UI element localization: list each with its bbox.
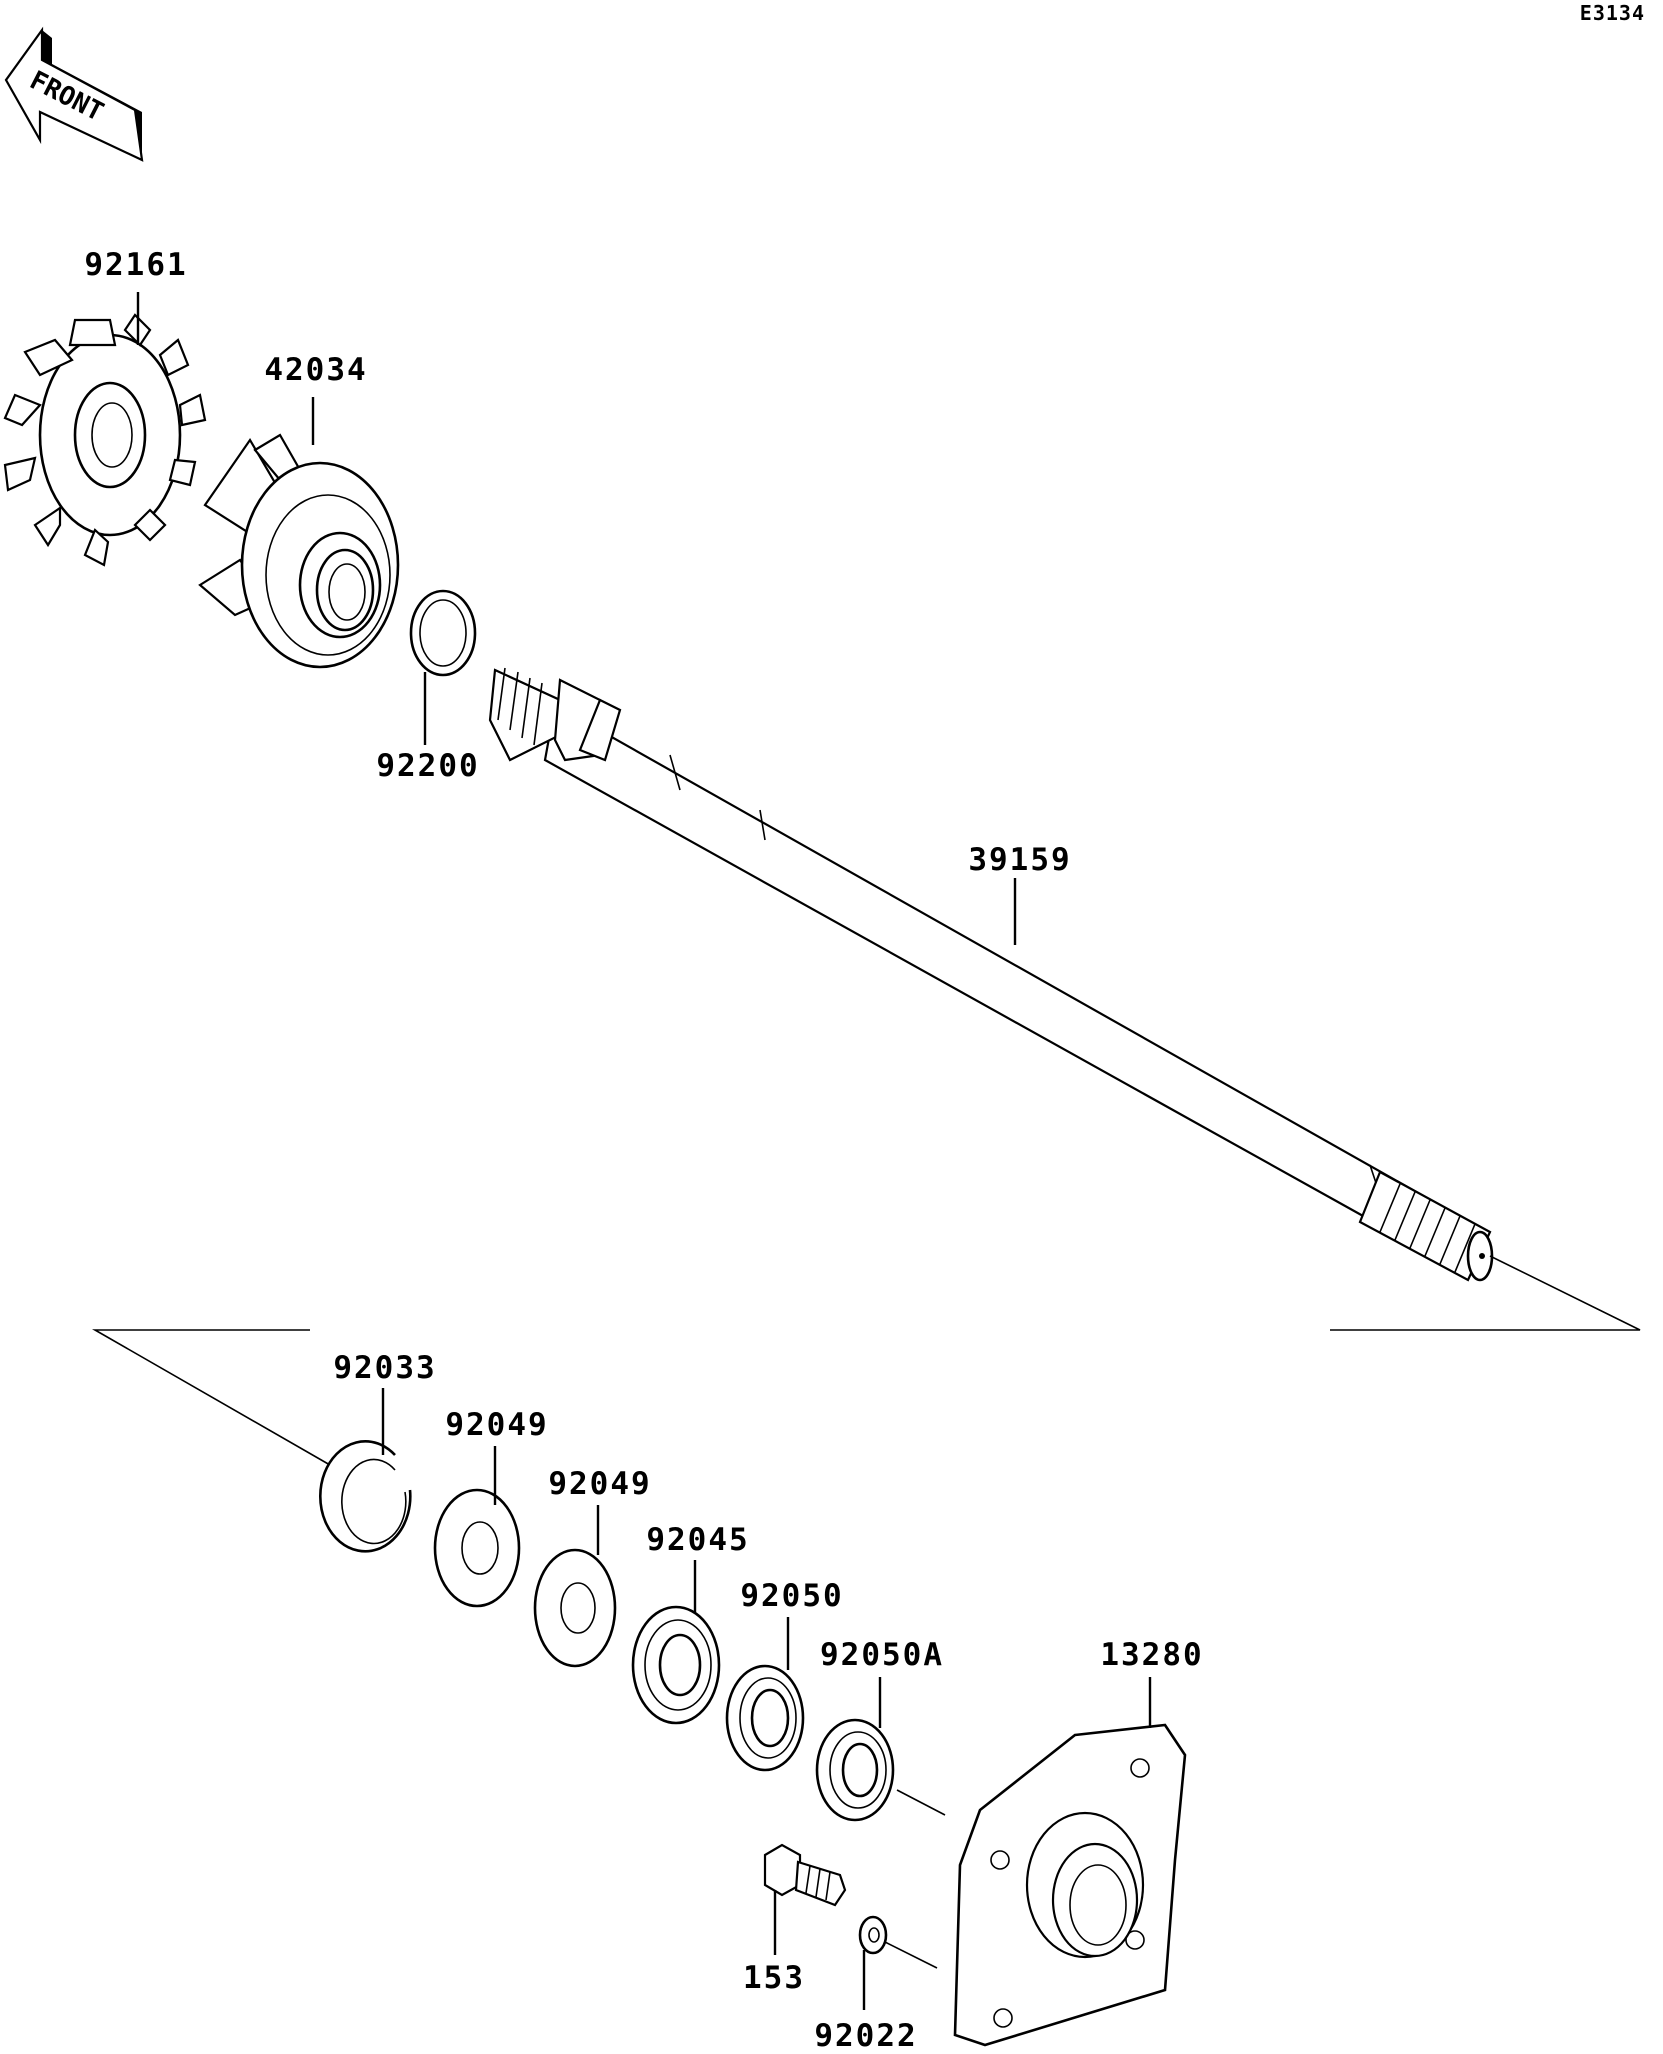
part-label: 92050A [820, 1637, 944, 1673]
part-label: 92045 [646, 1522, 749, 1558]
part-label: 92200 [376, 748, 479, 784]
connector-lower [92, 1329, 331, 1466]
housing-cover-13280 [953, 1723, 1187, 2047]
part-label: 92050 [740, 1578, 843, 1614]
part-label: 13280 [1100, 1637, 1203, 1673]
part-label: 92161 [84, 247, 187, 283]
washer-92049-a [433, 1488, 521, 1608]
circlip-92033 [319, 1440, 412, 1553]
part-label: 92033 [333, 1350, 436, 1386]
part-label: 92049 [445, 1407, 548, 1443]
washer-92049-b [533, 1548, 617, 1668]
oil-seal-92050 [725, 1664, 805, 1772]
shim-ring-92200 [409, 589, 477, 677]
part-label: 92022 [814, 2018, 917, 2054]
bearing-92045 [631, 1605, 721, 1725]
bolt-153 [763, 1843, 847, 1907]
front-arrow-icon: FRONT [4, 26, 144, 162]
part-label: 92049 [548, 1466, 651, 1502]
drive-shaft-39159 [488, 667, 1494, 1282]
diagram-code: E3134 [1580, 1, 1645, 25]
connector-shaft [1330, 1255, 1641, 1331]
part-label: 39159 [968, 842, 1071, 878]
oil-seal-92050A [815, 1718, 895, 1822]
washer-92022 [858, 1915, 888, 1955]
impeller-42034 [198, 433, 400, 669]
part-label: 42034 [264, 352, 367, 388]
part-label: 153 [743, 1960, 805, 1996]
impeller-92161 [3, 313, 207, 567]
